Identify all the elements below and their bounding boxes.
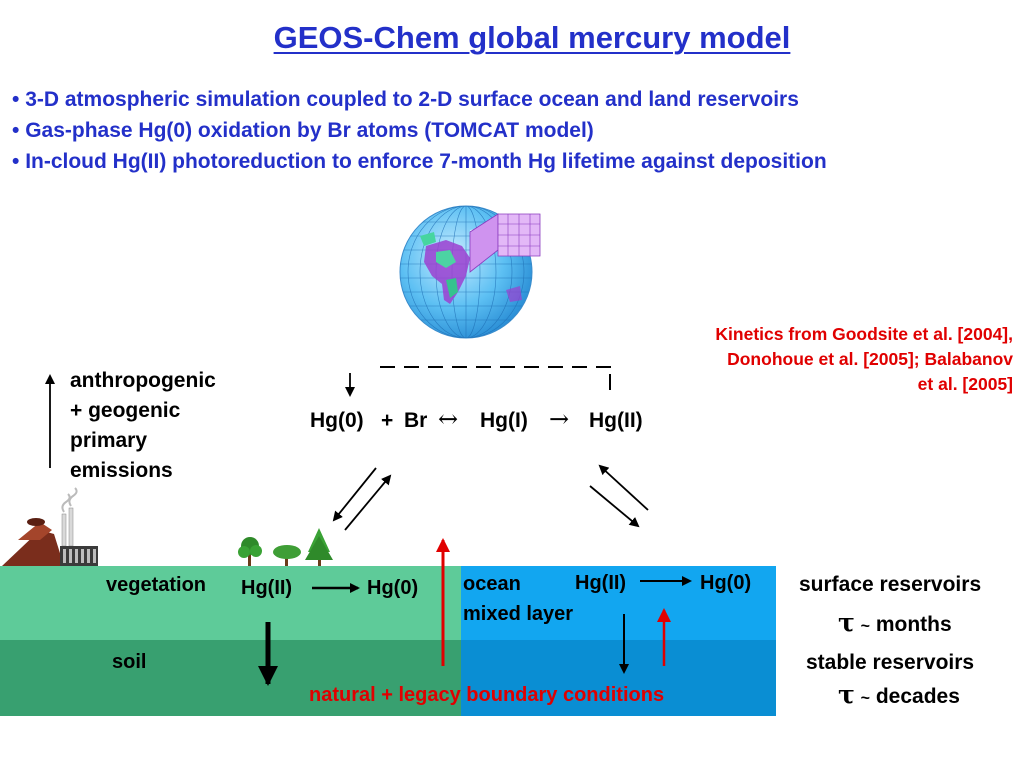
ocean-atmosphere-exchange-arrows (589, 464, 649, 528)
reaction-hg1: Hg(I) (480, 409, 528, 432)
months-label: months (875, 613, 952, 636)
boundary-conditions-label: natural + legacy boundary conditions (309, 684, 665, 706)
emissions-line-1: anthropogenic (70, 369, 216, 392)
reaction-br: Br (404, 409, 428, 432)
stable-lifetime: τ ~ decades (838, 680, 960, 709)
ocean-label: ocean (463, 573, 521, 595)
ocean-hg0-label: Hg(0) (700, 572, 752, 594)
reaction-hg2: Hg(II) (589, 409, 643, 432)
mixed-layer-label: mixed layer (463, 603, 574, 625)
bullet-item: In-cloud Hg(II) photoreduction to enforc… (12, 146, 826, 177)
emissions-line-4: emissions (70, 459, 173, 482)
ocean-hg2-label: Hg(II) (575, 572, 627, 594)
decades-label: decades (875, 685, 960, 708)
emissions-line-2: + geogenic (70, 399, 181, 422)
tau-symbol: τ (838, 680, 855, 709)
soil-label: soil (112, 651, 147, 673)
tau-symbol: τ (838, 608, 855, 637)
page-title: GEOS-Chem global mercury model (273, 20, 791, 55)
bullet-item: 3-D atmospheric simulation coupled to 2-… (12, 84, 827, 115)
tilde-symbol: ~ (860, 618, 871, 635)
ocean-deep-layer (461, 640, 776, 716)
reaction-plus: + (381, 409, 394, 432)
land-hg2-label: Hg(II) (241, 577, 293, 599)
kinetics-line-2: Donohoue et al. [2005]; Balabanov (727, 349, 1013, 369)
kinetics-line-3: et al. [2005] (917, 374, 1013, 394)
emissions-line-3: primary (70, 429, 148, 452)
land-hg0-label: Hg(0) (367, 577, 419, 599)
reaction-hg0: Hg(0) (310, 409, 364, 432)
kinetics-line-1: Kinetics from Goodsite et al. [2004], (715, 324, 1013, 344)
volcano-icon (2, 518, 64, 566)
trees-icon (238, 528, 333, 566)
hg-ii-to-hg0-feedback-path (345, 366, 612, 397)
land-soil-layer (0, 640, 461, 716)
land-surface-layer (0, 566, 461, 640)
stable-reservoirs-label: stable reservoirs (806, 651, 975, 674)
vegetation-label: vegetation (106, 574, 207, 596)
emissions-label: anthropogenic + geogenic primary emissio… (70, 366, 216, 486)
factory-icon (60, 487, 98, 566)
land-atmosphere-exchange-arrows (332, 467, 392, 531)
equilibrium-arrow: ↔ (438, 405, 459, 433)
surface-reservoirs-label: surface reservoirs (799, 573, 982, 596)
tilde-symbol: ~ (860, 690, 871, 707)
surface-lifetime: τ ~ months (838, 608, 952, 637)
forward-arrow: → (549, 405, 570, 433)
globe-icon (399, 205, 541, 339)
bullet-list: 3-D atmospheric simulation coupled to 2-… (12, 84, 827, 177)
kinetics-citation: Kinetics from Goodsite et al. [2004], Do… (715, 322, 1013, 397)
bullet-item: Gas-phase Hg(0) oxidation by Br atoms (T… (12, 115, 827, 146)
ocean-surface-layer (461, 566, 776, 640)
